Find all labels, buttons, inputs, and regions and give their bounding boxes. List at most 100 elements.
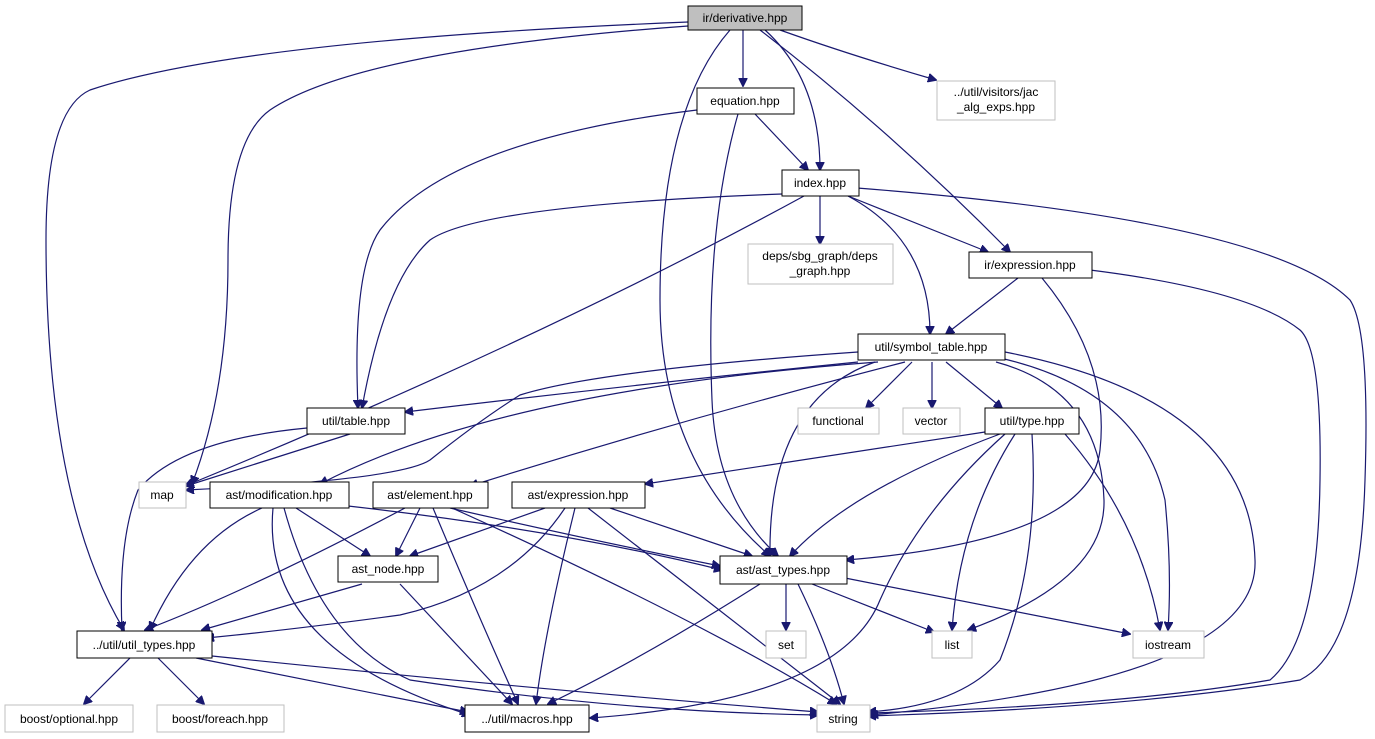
edge-util-type-string xyxy=(868,433,1034,712)
node-util-table-hpp[interactable]: util/table.hpp xyxy=(306,407,406,435)
edge-derivative-jac-alg xyxy=(779,29,936,80)
edge-derivative-index xyxy=(764,29,820,170)
node-set[interactable]: set xyxy=(765,630,807,659)
edge-symbol-table-util-table xyxy=(405,361,859,412)
svg-text:util/table.hpp: util/table.hpp xyxy=(322,414,390,428)
svg-text:set: set xyxy=(778,638,795,652)
node-map[interactable]: map xyxy=(138,481,187,509)
edge-symbol-table-string xyxy=(870,351,1256,715)
svg-text:util/type.hpp: util/type.hpp xyxy=(1000,414,1065,428)
edge-symbol-table-iostream xyxy=(999,357,1169,630)
node-vector[interactable]: vector xyxy=(902,407,961,435)
node-ast-node-hpp[interactable]: ast_node.hpp xyxy=(337,555,439,583)
edge-ir-expression-symbol-table xyxy=(946,277,1019,334)
edge-util-type-iostream xyxy=(1064,433,1160,630)
svg-text:iostream: iostream xyxy=(1145,638,1191,652)
edge-ast-element-string xyxy=(451,507,836,704)
edge-ast-element-macros xyxy=(432,507,518,704)
svg-text:map: map xyxy=(150,488,174,502)
node-ast-modification-hpp[interactable]: ast/modification.hpp xyxy=(209,481,350,509)
node-ast-expression-hpp[interactable]: ast/expression.hpp xyxy=(511,481,646,509)
edge-index-string xyxy=(856,187,1367,716)
edge-ast-modification-string xyxy=(283,507,818,715)
edge-symbol-table-ast-modification xyxy=(320,361,879,484)
svg-text:util/symbol_table.hpp: util/symbol_table.hpp xyxy=(875,340,988,354)
svg-text:list: list xyxy=(945,638,960,652)
edge-ast-element-util-types xyxy=(145,507,406,630)
edge-index-symbol-table xyxy=(847,195,930,334)
node-index-hpp[interactable]: index.hpp xyxy=(781,169,860,197)
node-jac-alg-exps-hpp[interactable]: ../util/visitors/jac _alg_exps.hpp xyxy=(936,80,1056,121)
svg-text:../util/macros.hpp: ../util/macros.hpp xyxy=(481,712,573,726)
edge-util-type-macros xyxy=(590,433,1006,718)
node-util-symbol-table-hpp[interactable]: util/symbol_table.hpp xyxy=(857,333,1006,361)
node-util-macros-hpp[interactable]: ../util/macros.hpp xyxy=(464,704,590,733)
edge-ir-expression-string xyxy=(868,269,1321,713)
edge-ast-element-ast-node xyxy=(396,507,421,556)
edge-ast-element-ast-types xyxy=(449,507,720,566)
edge-derivative-map xyxy=(192,25,689,484)
svg-text:_alg_exps.hpp: _alg_exps.hpp xyxy=(956,100,1035,114)
svg-text:ast/element.hpp: ast/element.hpp xyxy=(387,488,473,502)
edge-util-types-boost-foreach xyxy=(157,657,204,704)
edge-index-map xyxy=(185,195,805,486)
svg-text:index.hpp: index.hpp xyxy=(794,176,846,190)
edge-derivative-util-types xyxy=(45,21,689,630)
edge-derivative-ast-types xyxy=(659,29,770,556)
node-string[interactable]: string xyxy=(816,704,871,733)
node-ir-expression-hpp[interactable]: ir/expression.hpp xyxy=(968,251,1093,279)
edge-ast-node-util-types xyxy=(202,583,363,630)
edge-equation-index xyxy=(754,113,808,170)
node-ir-derivative-hpp[interactable]: ir/derivative.hpp xyxy=(687,5,803,31)
edge-util-table-util-types xyxy=(121,427,308,630)
edge-ast-types-macros xyxy=(548,583,761,704)
edge-ast-types-string xyxy=(797,583,844,704)
edge-ast-modification-ast-types xyxy=(347,505,722,570)
edge-ast-expression-ast-types xyxy=(609,507,752,556)
edge-symbol-table-list xyxy=(968,361,1105,630)
svg-text:boost/foreach.hpp: boost/foreach.hpp xyxy=(172,712,268,726)
svg-text:boost/optional.hpp: boost/optional.hpp xyxy=(20,712,118,726)
edge-ast-modification-macros xyxy=(271,507,470,715)
edge-ast-node-macros xyxy=(399,583,512,704)
node-ast-types-hpp[interactable]: ast/ast_types.hpp xyxy=(719,555,848,585)
node-util-type-hpp[interactable]: util/type.hpp xyxy=(984,407,1080,435)
node-ast-element-hpp[interactable]: ast/element.hpp xyxy=(372,481,489,509)
svg-text:ast_node.hpp: ast_node.hpp xyxy=(352,562,425,576)
edge-util-types-boost-optional xyxy=(84,657,131,704)
svg-text:ast/expression.hpp: ast/expression.hpp xyxy=(528,488,629,502)
svg-text:ir/derivative.hpp: ir/derivative.hpp xyxy=(703,11,788,25)
edge-equation-ast-types xyxy=(710,113,778,556)
edge-util-types-string xyxy=(211,655,818,712)
node-boost-foreach-hpp[interactable]: boost/foreach.hpp xyxy=(156,704,285,733)
svg-text:ast/modification.hpp: ast/modification.hpp xyxy=(226,488,333,502)
svg-text:functional: functional xyxy=(812,414,863,428)
node-util-types-hpp[interactable]: ../util/util_types.hpp xyxy=(76,630,213,659)
svg-text:equation.hpp: equation.hpp xyxy=(710,94,780,108)
svg-text:../util/util_types.hpp: ../util/util_types.hpp xyxy=(93,638,196,652)
svg-text:ast/ast_types.hpp: ast/ast_types.hpp xyxy=(736,563,830,577)
edge-ast-types-iostream xyxy=(844,577,1130,634)
edge-symbol-table-util-type xyxy=(945,361,1002,408)
node-functional[interactable]: functional xyxy=(797,407,880,435)
edge-equation-util-table xyxy=(357,109,698,408)
node-equation-hpp[interactable]: equation.hpp xyxy=(696,87,795,115)
edge-index-ir-expression xyxy=(847,195,988,252)
edge-ast-modification-ast-node xyxy=(295,507,370,556)
svg-text:deps/sbg_graph/deps: deps/sbg_graph/deps xyxy=(762,249,877,263)
svg-text:_graph.hpp: _graph.hpp xyxy=(789,264,851,278)
node-boost-optional-hpp[interactable]: boost/optional.hpp xyxy=(4,704,134,733)
edge-symbol-table-functional xyxy=(866,361,913,408)
node-iostream[interactable]: iostream xyxy=(1132,630,1205,659)
node-deps-graph-hpp[interactable]: deps/sbg_graph/deps _graph.hpp xyxy=(747,243,894,285)
edge-util-types-macros xyxy=(195,657,468,712)
edge-util-type-ast-types xyxy=(790,433,1001,556)
node-list[interactable]: list xyxy=(931,630,973,659)
svg-text:ir/expression.hpp: ir/expression.hpp xyxy=(984,258,1076,272)
edge-symbol-table-map xyxy=(186,351,859,490)
edge-util-type-list xyxy=(952,433,1016,630)
edge-derivative-ir-expression xyxy=(759,29,1010,252)
edge-symbol-table-ast-element xyxy=(470,361,906,486)
edge-util-table-map xyxy=(186,433,351,486)
